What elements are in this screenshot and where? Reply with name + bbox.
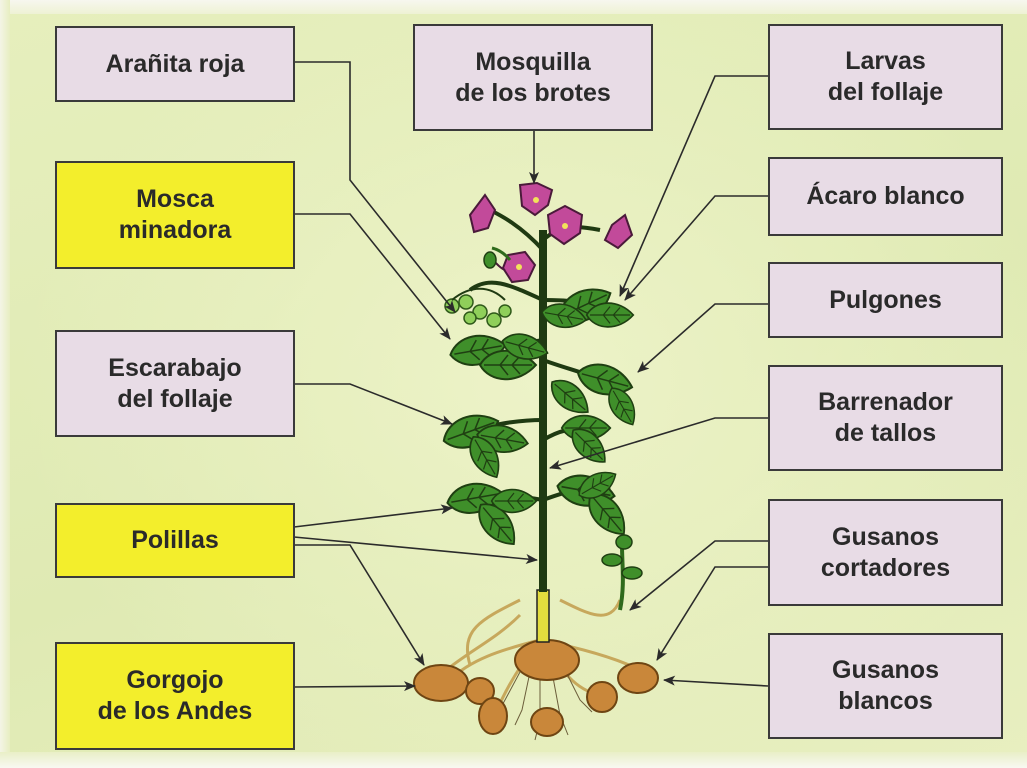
label-gusanos-cortadores: Gusanos cortadores (768, 499, 1003, 606)
label-aranita-roja: Arañita roja (55, 26, 295, 102)
label-pulgones: Pulgones (768, 262, 1003, 338)
label-escarabajo-follaje: Escarabajo del follaje (55, 330, 295, 437)
label-barrenador-tallos: Barrenador de tallos (768, 365, 1003, 471)
sprout (602, 535, 642, 610)
tubers (414, 640, 658, 736)
label-gorgojo-andes: Gorgojo de los Andes (55, 642, 295, 750)
stem-base (537, 590, 549, 642)
flower-bud (484, 252, 496, 268)
label-polillas: Polillas (55, 503, 295, 578)
label-mosca-minadora: Mosca minadora (55, 161, 295, 269)
label-acaro-blanco: Ácaro blanco (768, 157, 1003, 236)
flowers (470, 183, 632, 282)
connector-lines (294, 62, 768, 687)
label-gusanos-blancos: Gusanos blancos (768, 633, 1003, 739)
label-larvas-follaje: Larvas del follaje (768, 24, 1003, 130)
label-mosquilla-brotes: Mosquilla de los brotes (413, 24, 653, 131)
